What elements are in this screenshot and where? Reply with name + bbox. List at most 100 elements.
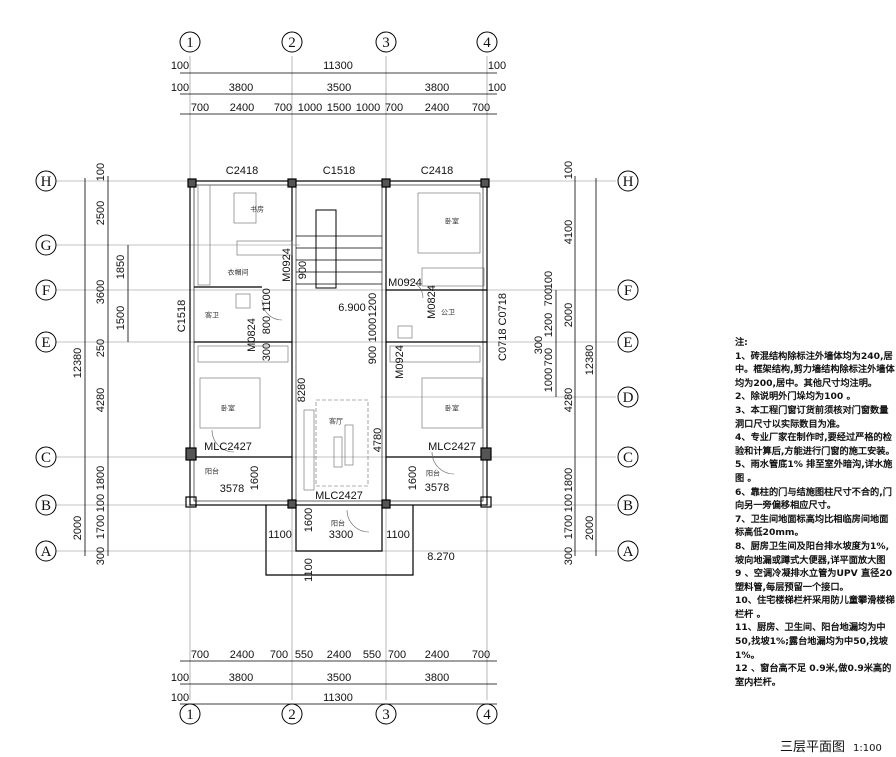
inner-dimension: 4780 bbox=[372, 428, 384, 452]
dimension-bot3: 2400 bbox=[230, 649, 254, 661]
axis-bubble bbox=[35, 170, 57, 192]
axis-label-left: F bbox=[42, 283, 50, 299]
inner-dimension: 1100 bbox=[303, 558, 315, 582]
room-label: 客厅 bbox=[329, 417, 343, 426]
dimension-right2: 2000 bbox=[563, 303, 575, 327]
dimension-lines bbox=[84, 72, 597, 705]
inner-dimension: 1600 bbox=[407, 466, 419, 490]
inner-dimension: 1600 bbox=[249, 466, 261, 490]
room-label: 客卫 bbox=[205, 311, 219, 320]
axis-label-left: H bbox=[41, 174, 52, 190]
dimension-top3: 700 bbox=[191, 102, 209, 114]
axis-label-bottom: 2 bbox=[288, 707, 296, 723]
walls bbox=[185, 178, 492, 576]
inner-dimension: 8280 bbox=[296, 378, 308, 402]
dimension-left2: 100 bbox=[95, 494, 107, 512]
axis-label-top: 2 bbox=[288, 35, 296, 51]
room-label: 卧室 bbox=[445, 217, 459, 226]
axis-label-left: G bbox=[41, 238, 52, 254]
door-label: M0824 bbox=[426, 285, 438, 319]
inner-dimension: 3300 bbox=[329, 529, 353, 541]
dimension-bot3: 700 bbox=[270, 649, 288, 661]
axis-label-bottom: 3 bbox=[382, 707, 390, 723]
elevation-mark: 6.900 bbox=[338, 302, 366, 314]
note-item: 5、雨水管底1% 排至室外暗沟,详水施图 。 bbox=[735, 459, 893, 484]
axis-bubble bbox=[617, 279, 639, 301]
axis-bubble bbox=[617, 446, 639, 468]
dimension-right1: 1200 bbox=[543, 313, 555, 337]
inner-dimension: 900 bbox=[297, 261, 309, 279]
axis-bubble bbox=[617, 386, 639, 408]
axis-label-right: F bbox=[624, 283, 632, 299]
dimension-bot1: 11300 bbox=[323, 692, 353, 704]
axis-bubble bbox=[476, 31, 498, 53]
note-item: 8、厨房卫生间及阳台排水坡度为1%,坡向地漏或蹲式大便器,详平面放大图 bbox=[735, 540, 890, 566]
note-item: 4、专业厂家在制作时,要经过严格的检验和计算后,方能进行门窗的施工安装。 bbox=[735, 432, 895, 457]
drawing-scale: 1:100 bbox=[853, 743, 882, 754]
window-label: C2418 bbox=[421, 165, 453, 177]
dimension-right1: 300 bbox=[533, 336, 545, 354]
note-item: 10、住宅楼梯栏杆采用防儿童攀滑楼梯栏杆 。 bbox=[735, 595, 895, 620]
dimension-top2: 100 bbox=[171, 82, 189, 94]
axis-label-right: C bbox=[623, 450, 633, 466]
axis-label-top: 1 bbox=[186, 35, 194, 51]
axis-bubble bbox=[617, 331, 639, 353]
note-item: 6、靠柱的门与结施图柱尺寸不合的,门向另一旁偏移相应尺寸。 bbox=[735, 486, 892, 512]
note-item: 1、砖混结构除标注外墙体均为240,居中。框架结构,剪力墙结构除标注外墙体均为2… bbox=[735, 350, 895, 389]
dimension-bot3: 2400 bbox=[327, 649, 351, 661]
window-label: C1518 bbox=[176, 300, 188, 332]
drawing-title-name: 三层平面图 bbox=[780, 740, 846, 755]
inner-dimension: 800 bbox=[261, 316, 273, 334]
inner-dimension: 1100 bbox=[261, 288, 273, 312]
dimension-bot3: 700 bbox=[388, 649, 406, 661]
room-label: 阳台 bbox=[426, 469, 440, 478]
room-label: 书房 bbox=[250, 205, 264, 214]
dimension-top3: 700 bbox=[472, 102, 490, 114]
door-label: M0924 bbox=[394, 345, 406, 379]
axis-bubble bbox=[476, 703, 498, 725]
furniture bbox=[197, 184, 485, 533]
dimension-left2: 4280 bbox=[95, 388, 107, 412]
dimension-top1: 11300 bbox=[323, 60, 353, 72]
dimension-left2: 3600 bbox=[95, 280, 107, 304]
axis-label-left: A bbox=[41, 544, 52, 560]
axis-bubble bbox=[35, 494, 57, 516]
dimension-right1: 1000 bbox=[543, 368, 555, 392]
room-label: 公卫 bbox=[441, 309, 455, 317]
axis-bubble bbox=[179, 703, 201, 725]
dimension-left2: 1800 bbox=[95, 466, 107, 490]
dimension-top2: 100 bbox=[488, 82, 506, 94]
axis-label-top: 3 bbox=[382, 35, 390, 51]
dimension-left2: 1700 bbox=[95, 515, 107, 539]
dimension-right2: 100 bbox=[563, 161, 575, 179]
dimension-top3: 700 bbox=[274, 102, 292, 114]
inner-dimension: 1100 bbox=[386, 529, 410, 541]
dimension-top1: 100 bbox=[488, 60, 506, 72]
axis-bubble bbox=[35, 446, 57, 468]
axis-label-right: E bbox=[623, 335, 632, 351]
axis-bubble bbox=[375, 31, 397, 53]
dimension-bot3: 2400 bbox=[425, 649, 449, 661]
door-label: MLC2427 bbox=[204, 441, 252, 453]
note-item: 9 、空调冷凝排水立管为UPV 直径20塑料管,每层预留一个接口。 bbox=[735, 568, 893, 593]
dimension-top1: 100 bbox=[171, 60, 189, 72]
dimension-right2: 300 bbox=[563, 547, 575, 565]
dimension-right2: 4100 bbox=[563, 220, 575, 244]
axis-label-right: B bbox=[623, 498, 633, 514]
room-label: 衣帽间 bbox=[228, 268, 249, 277]
note-item: 2、除说明外门垛均为100 。 bbox=[735, 391, 856, 403]
dimension-left3: 1500 bbox=[115, 306, 127, 330]
axis-bubble bbox=[35, 331, 57, 353]
inner-dimension: 300 bbox=[261, 343, 273, 361]
axis-bubble bbox=[617, 494, 639, 516]
axis-label-right: A bbox=[623, 544, 634, 560]
axis-bubble bbox=[35, 279, 57, 301]
note-item: 11、厨房、卫生间、阳台地漏均为中50,找坡1%;露台地漏均为中50,找坡1%。 bbox=[735, 622, 888, 661]
note-item: 7、卫生间地面标高均比相临房间地面标高低20mm。 bbox=[735, 513, 889, 539]
inner-dimension: 1000 bbox=[367, 318, 379, 342]
dimension-top3: 700 bbox=[385, 102, 403, 114]
dimension-bot3: 550 bbox=[363, 649, 381, 661]
drawing-title: 三层平面图 1:100 bbox=[780, 736, 882, 755]
